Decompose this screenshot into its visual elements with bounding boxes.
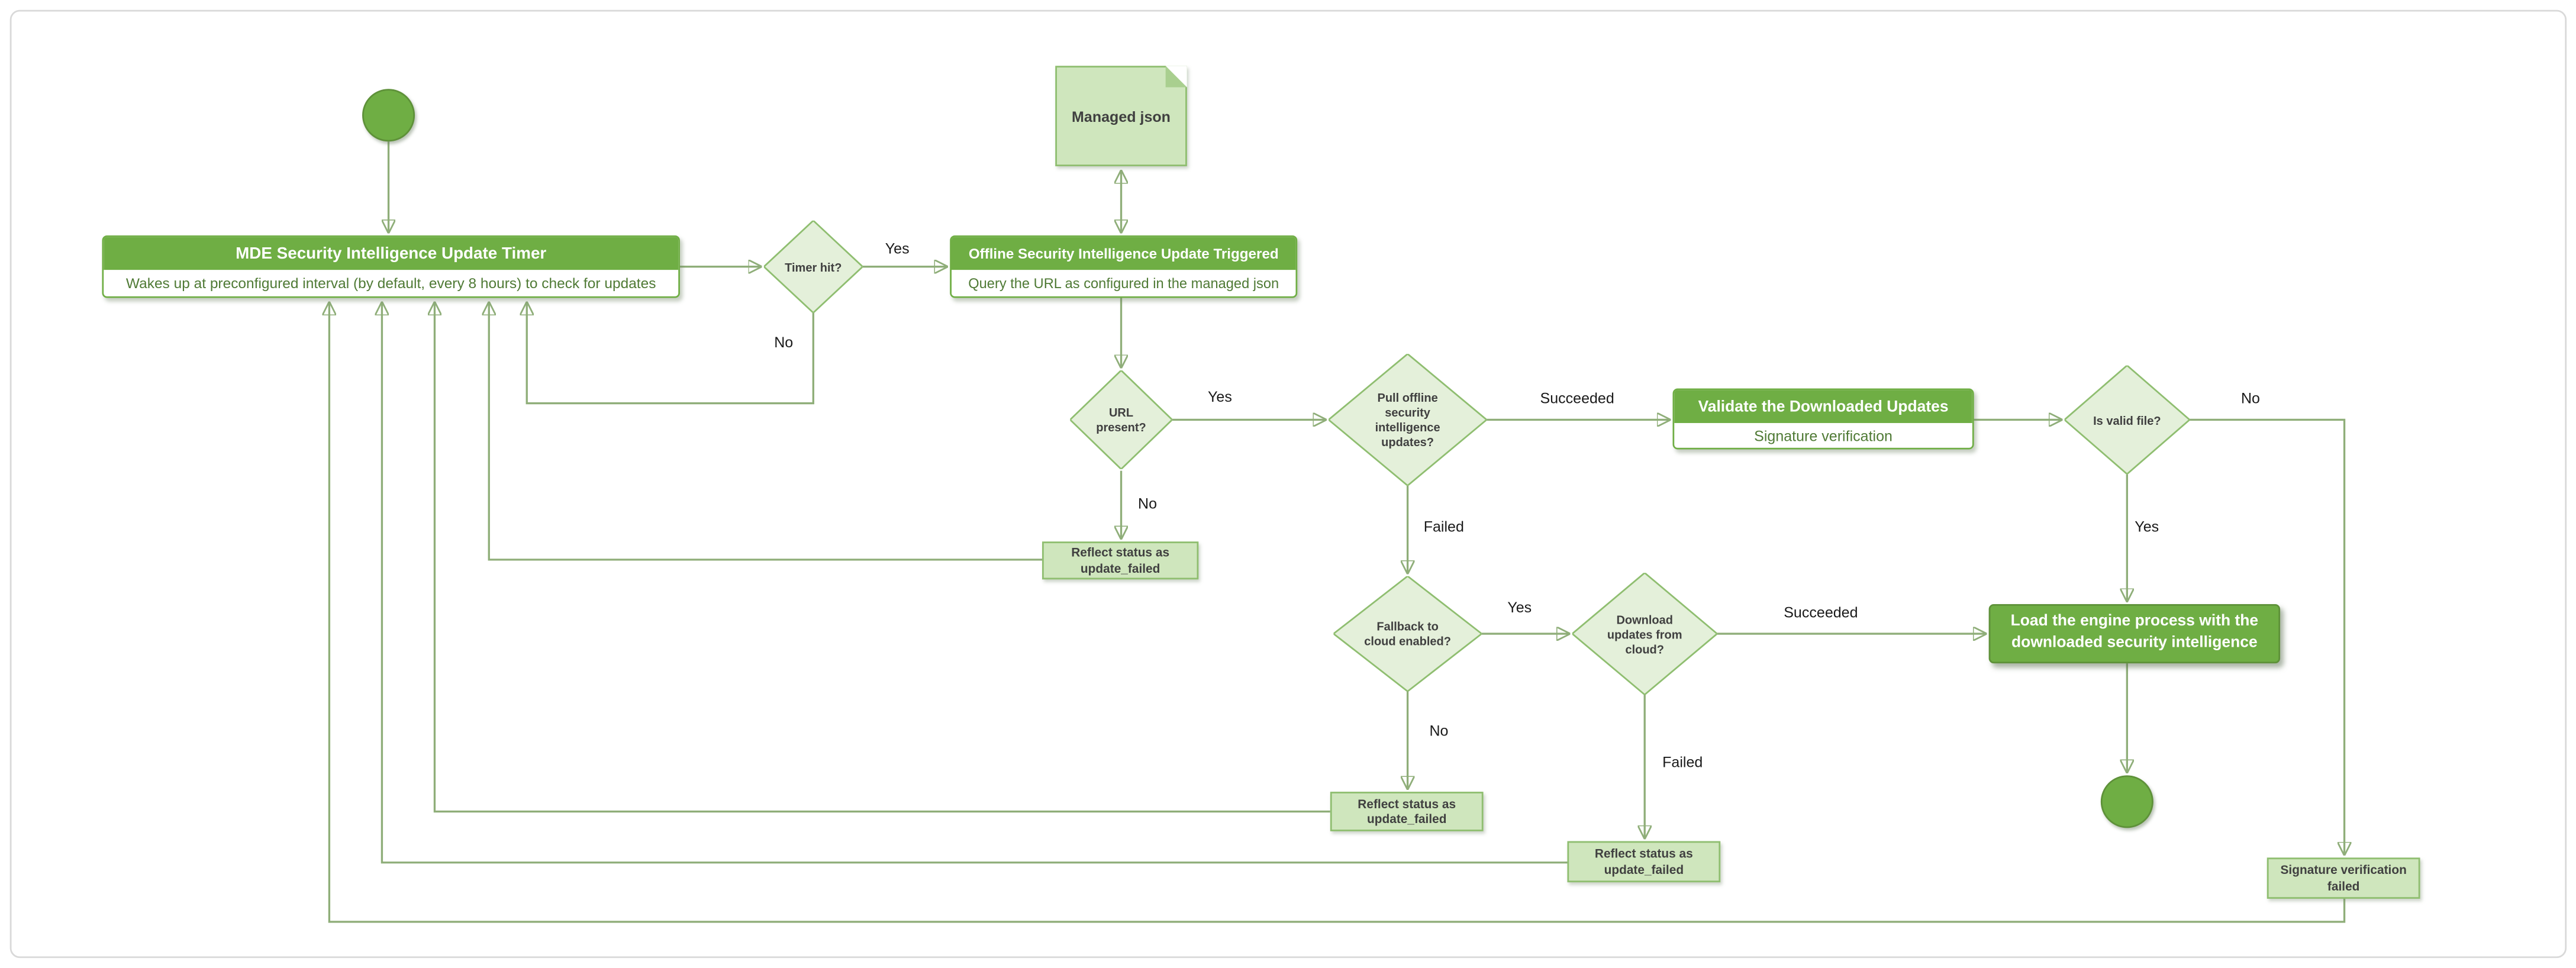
edge-label-url-present-no: No [1138, 495, 1158, 512]
status-update-failed-fallback-label: Reflect status as update_failed [1358, 796, 1456, 827]
status-signature-verification-failed: Signature verification failed [2267, 857, 2420, 899]
diamond-shape [763, 220, 863, 313]
process-load-engine: Load the engine process with the downloa… [1988, 604, 2281, 664]
process-offline-update-title: Offline Security Intelligence Update Tri… [951, 237, 1296, 270]
status-update-failed-url-label: Reflect status as update_failed [1071, 545, 1170, 576]
decision-pull-updates: Pull offline security intelligence updat… [1329, 354, 1487, 486]
edge-label-pull-failed: Failed [1423, 518, 1464, 535]
decision-url-present-label: URL present? [1096, 405, 1146, 435]
decision-download-cloud: Download updates from cloud? [1572, 573, 1717, 695]
decision-timer-hit: Timer hit? [763, 220, 863, 313]
edge-label-pull-succeeded: Succeeded [1540, 390, 1614, 407]
decision-download-cloud-label: Download updates from cloud? [1607, 611, 1682, 656]
process-validate-body: Signature verification [1674, 422, 1972, 448]
document-managed-json: Managed json [1055, 66, 1187, 166]
process-offline-update-triggered: Offline Security Intelligence Update Tri… [950, 235, 1298, 298]
diamond-shape [1333, 576, 1482, 692]
process-validate-updates: Validate the Downloaded Updates Signatur… [1672, 388, 1974, 450]
diamond-shape [1329, 354, 1487, 486]
status-update-failed-url: Reflect status as update_failed [1042, 541, 1199, 580]
process-validate-title: Validate the Downloaded Updates [1674, 390, 1972, 423]
process-update-timer-title: MDE Security Intelligence Update Timer [104, 237, 679, 270]
status-update-failed-cloud-label: Reflect status as update_failed [1594, 846, 1693, 877]
diagram-frame [9, 9, 2567, 959]
edge-label-timer-hit-yes: Yes [885, 240, 910, 257]
decision-fallback-cloud-label: Fallback to cloud enabled? [1364, 619, 1451, 649]
edge-label-is-valid-yes: Yes [2135, 518, 2159, 535]
start-node [362, 89, 415, 142]
process-update-timer-body: Wakes up at preconfigured interval (by d… [104, 270, 679, 296]
edge-label-fallback-yes: Yes [1507, 599, 1532, 616]
status-update-failed-fallback: Reflect status as update_failed [1330, 792, 1484, 831]
document-managed-json-label: Managed json [1072, 108, 1171, 125]
decision-pull-updates-label: Pull offline security intelligence updat… [1375, 390, 1440, 450]
diamond-shape [2064, 365, 2190, 475]
edge-label-timer-hit-no: No [774, 334, 794, 351]
edge-label-download-failed: Failed [1662, 754, 1703, 770]
diamond-shape [1572, 573, 1717, 695]
decision-is-valid-file-label: Is valid file? [2093, 412, 2161, 427]
decision-timer-hit-label: Timer hit? [785, 259, 842, 275]
edge-label-fallback-no: No [1429, 722, 1449, 740]
process-load-engine-label: Load the engine process with the downloa… [2010, 612, 2259, 652]
decision-is-valid-file: Is valid file? [2064, 365, 2190, 475]
decision-url-present: URL present? [1070, 370, 1172, 469]
status-signature-verification-failed-label: Signature verification failed [2280, 863, 2407, 893]
process-offline-update-body: Query the URL as configured in the manag… [951, 270, 1296, 296]
edge-label-download-succeeded: Succeeded [1784, 604, 1858, 621]
decision-fallback-cloud: Fallback to cloud enabled? [1333, 576, 1482, 692]
edge-label-url-present-yes: Yes [1208, 388, 1232, 405]
diamond-shape [1070, 370, 1172, 469]
status-update-failed-cloud: Reflect status as update_failed [1567, 841, 1721, 883]
end-node [2100, 775, 2153, 828]
edge-label-is-valid-no: No [2240, 390, 2261, 407]
process-update-timer: MDE Security Intelligence Update Timer W… [102, 235, 680, 298]
